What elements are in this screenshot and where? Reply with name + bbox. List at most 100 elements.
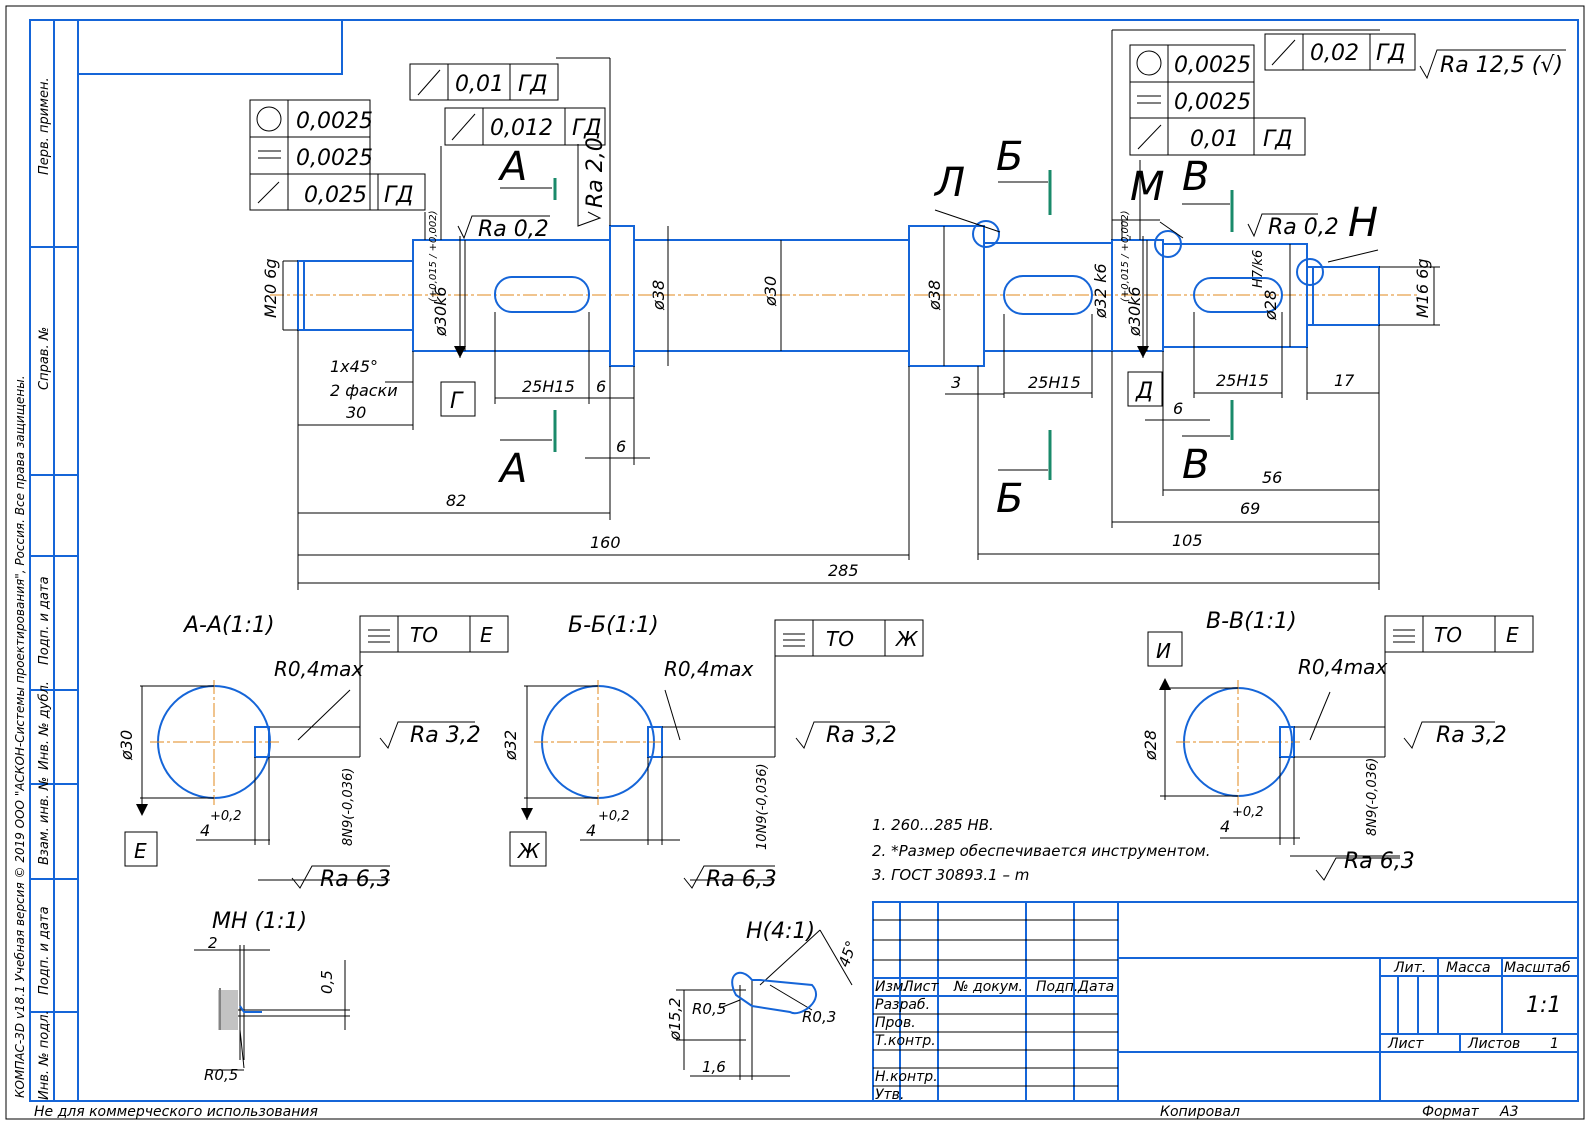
view-letters: А А Б Б В В Л М Н: [497, 134, 1378, 522]
dim-m20: M20 6g: [261, 258, 280, 318]
sheet-frame: [5, 5, 1585, 1120]
aa-width: 4: [200, 821, 210, 840]
aa-frame-base: E: [480, 623, 493, 647]
bb-width: 4: [586, 821, 596, 840]
tb-list: Лист: [902, 979, 939, 995]
dimension-texts: M20 6g ø30k6 (+0,015 / +0,002) ø38 ø30 ø…: [261, 210, 1432, 580]
vv-roughness-bottom: Ra 6,3: [1344, 849, 1415, 874]
copyright-text: КОМПАС-3D v18.1 Учебная версия © 2019 ОО…: [13, 375, 27, 1098]
dim-25h15-c: 25H15: [1216, 371, 1269, 390]
bb-roughness-bottom: Ra 6,3: [706, 867, 777, 892]
tol-top1-base: ГД: [518, 72, 547, 97]
aa-roughness: Ra 3,2: [410, 723, 481, 748]
dim-d30: ø30: [761, 276, 780, 307]
side-label-podp2: Подп. и дата: [37, 906, 52, 995]
tol-left-runout-base: ГД: [384, 183, 413, 208]
tol-left-round: 0,0025: [296, 109, 373, 134]
tb-prov: Пров.: [875, 1015, 916, 1031]
technical-notes: 1. 260...285 HB. 2. *Размер обеспечивает…: [872, 816, 1211, 884]
copied-label: Копировал: [1160, 1104, 1240, 1120]
note-2: 2. *Размер обеспечивается инструментом.: [872, 842, 1211, 860]
note-3: 3. ГОСТ 30893.1 – m: [872, 866, 1029, 884]
dim-6b: 6: [616, 437, 626, 456]
dim-6a: 6: [596, 377, 606, 396]
vv-width-tol: +0,2: [1232, 805, 1264, 820]
bb-n9: 10N9(-0,036): [755, 763, 770, 850]
aa-n9: 8N9(-0,036): [341, 768, 356, 846]
side-label-perv: Перв. примен.: [37, 77, 52, 175]
tb-podp: Подп.: [1036, 979, 1078, 995]
tb-lit: Лит.: [1393, 960, 1426, 976]
letter-a-bottom: А: [497, 446, 527, 492]
dim-17: 17: [1334, 371, 1355, 390]
base-d: Д: [1135, 379, 1153, 404]
aa-roughness-bottom: Ra 6,3: [320, 867, 391, 892]
format-value: А3: [1499, 1104, 1518, 1120]
aa-base-e: Е: [134, 839, 147, 863]
bb-roughness: Ra 3,2: [826, 723, 897, 748]
tb-masshtab: Масштаб: [1504, 960, 1571, 976]
base-boxes: Г Д: [440, 371, 1163, 417]
mn-title: МН (1:1): [212, 909, 307, 934]
dim-d28: ø28: [1261, 290, 1280, 321]
tb-razrab: Разраб.: [875, 997, 930, 1013]
dim-d32k6: ø32 k6: [1091, 263, 1110, 319]
vv-frame-base: E: [1506, 623, 1519, 647]
dim-82: 82: [446, 491, 466, 510]
n-title: Н(4:1): [746, 919, 815, 944]
bb-width-tol: +0,2: [598, 809, 630, 824]
tolerance-values: 0,0025 0,0025 0,025 ГД 0,01 ГД 0,012 ГД …: [296, 41, 1405, 208]
dim-d38-b: ø38: [925, 280, 944, 311]
n-r03: R0,3: [802, 1008, 836, 1026]
vv-width: 4: [1220, 817, 1230, 836]
n-45: 45°: [835, 938, 861, 969]
side-label-vzam: Взам. инв. №: [37, 777, 52, 865]
tolerance-frames: [249, 33, 1416, 211]
side-label-sprav: Справ. №: [37, 327, 52, 390]
mn-05: 0,5: [318, 970, 336, 994]
section-arrows: [500, 181, 1230, 471]
vv-base-i: И: [1156, 639, 1171, 663]
dim-105: 105: [1172, 531, 1203, 550]
tb-scale: 1:1: [1526, 993, 1561, 1018]
dim-285: 285: [828, 561, 859, 580]
aa-radius: R0,4max: [274, 657, 363, 681]
tb-utv: Утв.: [875, 1087, 904, 1103]
dim-d30k6-right-tol: (+0,015 / +0,002): [1120, 210, 1131, 302]
tb-list2: Лист: [1387, 1036, 1424, 1052]
dim-25h15-a: 25H15: [522, 377, 575, 396]
dim-d38-a: ø38: [649, 280, 668, 311]
vv-radius: R0,4max: [1298, 655, 1387, 679]
title-block: [872, 901, 1579, 1102]
dim-3: 3: [951, 373, 961, 392]
bb-title: Б-Б(1:1): [568, 613, 659, 638]
roughness-general: Ra 12,5 (√): [1440, 53, 1563, 78]
title-block-thin: [873, 919, 1118, 1087]
section-bb: Б-Б(1:1) R0,4max ø32 4 +0,2 10N9(-0,036)…: [501, 613, 924, 892]
tb-massa: Масса: [1446, 960, 1491, 976]
tol-rtop-base: ГД: [1376, 41, 1405, 66]
tol-top2: 0,012: [490, 116, 553, 141]
roughness-shoulder: Ra 2,0: [583, 137, 608, 208]
section-markers: [553, 170, 1234, 480]
letter-a-top: А: [497, 144, 527, 190]
non-commercial-note: Не для коммерческого использования: [34, 1104, 318, 1120]
tol-rtop: 0,02: [1310, 41, 1359, 66]
bb-frame-base: Ж: [894, 627, 919, 651]
dim-30: 30: [346, 403, 366, 422]
note-1: 1. 260...285 HB.: [872, 816, 994, 834]
bb-diameter: ø32: [501, 730, 520, 761]
tol-right-flat: 0,0025: [1174, 90, 1251, 115]
dim-56: 56: [1262, 468, 1282, 487]
arrow-heads: [454, 346, 1149, 358]
mn-radius: R0,5: [204, 1066, 238, 1084]
dim-chamfer2: 2 фаски: [330, 381, 398, 400]
dim-69: 69: [1240, 499, 1260, 518]
bottom-strip: Не для коммерческого использования Копир…: [34, 1104, 1518, 1120]
n-16: 1,6: [702, 1058, 726, 1076]
tol-left-runout: 0,025: [304, 183, 367, 208]
tol-top2-base: ГД: [572, 116, 601, 141]
dim-d30k6-left-tol: (+0,015 / +0,002): [428, 210, 439, 302]
tol-right-runout: 0,01: [1190, 127, 1239, 152]
